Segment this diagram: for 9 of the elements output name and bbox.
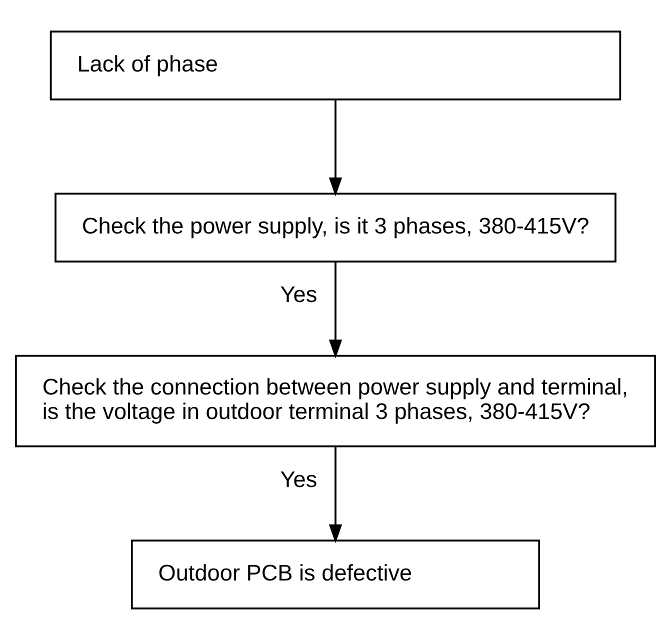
node-box: Outdoor PCB is defective: [130, 539, 540, 609]
node-box: Check the power supply, is it 3 phases, 380-415V?: [54, 192, 616, 262]
arrow: [328, 446, 342, 543]
arrow: [328, 262, 342, 358]
arrow: [328, 100, 342, 196]
node-box: Check the connection between power supply and terminal, is the voltage in outdoor terminal 3 phases, 380-415V?: [15, 354, 656, 447]
node-box: Lack of phase: [50, 30, 622, 100]
edge-label: Yes: [280, 466, 318, 492]
edge-label: Yes: [280, 282, 318, 307]
